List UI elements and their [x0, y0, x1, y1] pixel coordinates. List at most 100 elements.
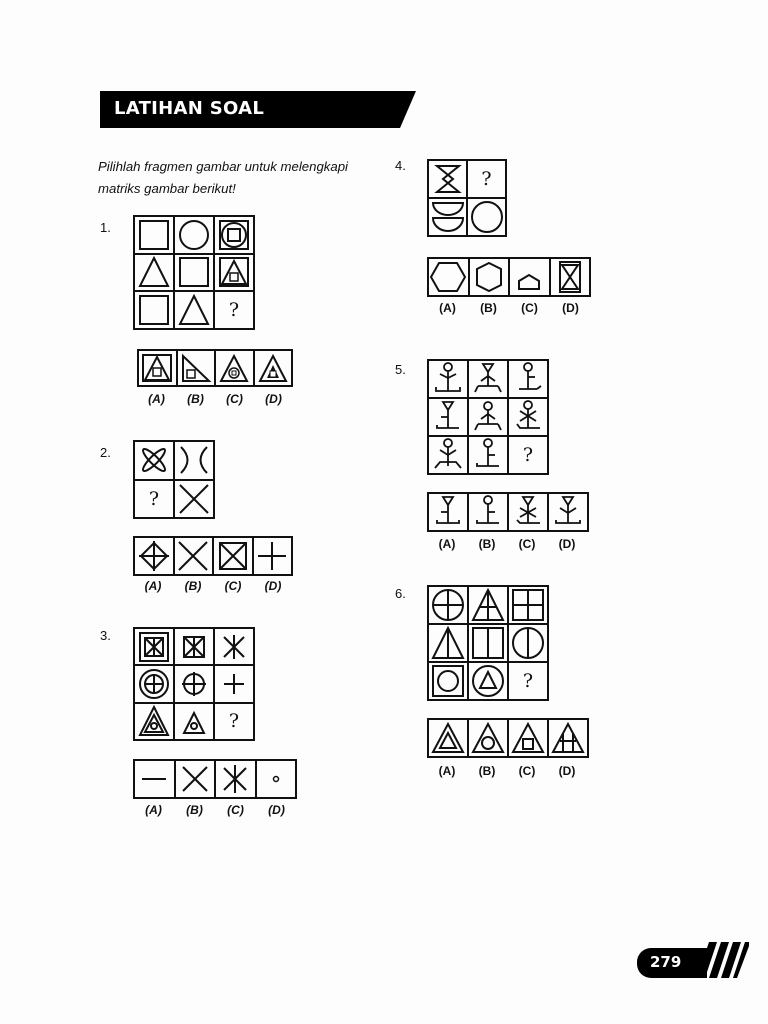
hexagon-figure: [430, 262, 467, 292]
matrix-cell: [428, 398, 468, 436]
option-label: (D): [265, 392, 282, 406]
stick-figure-triangle-one-arm: [436, 401, 459, 429]
option-d-figure[interactable]: [255, 760, 296, 798]
unknown-cell: ?: [508, 662, 548, 700]
stripes-decoration: [697, 942, 749, 978]
triangle-figure: [138, 256, 170, 288]
option-d-figure[interactable]: [253, 350, 292, 386]
option-b-figure[interactable]: [173, 537, 213, 575]
matrix-cell: [468, 436, 508, 474]
dash-figure: [142, 778, 167, 780]
diamond-plus-figure: [138, 541, 169, 571]
q5-options: [427, 492, 589, 532]
square-triangle-square-figure: [219, 257, 249, 288]
stick-figure-circle-arms-crossed: [516, 400, 540, 429]
q3-option-labels: (A) (B) (C) (D): [133, 803, 297, 817]
triangle-lines-figure: [551, 722, 585, 753]
option-a-figure[interactable]: [134, 537, 174, 575]
triangle-filled-figure: [258, 353, 288, 382]
option-b-figure[interactable]: [468, 258, 509, 296]
page-number-badge: [637, 948, 707, 978]
option-c-figure[interactable]: [215, 760, 256, 798]
matrix-cell: [508, 360, 548, 398]
matrix-cell: [134, 628, 174, 666]
option-label: (B): [186, 803, 203, 817]
option-d-figure[interactable]: [548, 719, 588, 757]
stick-figure-triangle-arms-down: [474, 363, 502, 393]
matrix-cell: [214, 628, 254, 666]
square-plus-figure: [512, 589, 544, 621]
question-mark: ?: [481, 168, 492, 190]
double-square-x-figure: [139, 631, 169, 662]
option-c-figure[interactable]: [509, 258, 550, 296]
square-figure: [179, 257, 209, 288]
square-circle-figure: [432, 665, 464, 697]
x-cross-figure: [182, 766, 208, 792]
matrix-cell: [468, 586, 508, 624]
option-label: (B): [184, 579, 202, 593]
option-b-figure[interactable]: [468, 719, 508, 757]
option-label: (C): [518, 537, 536, 551]
section-title: LATIHAN SOAL: [114, 98, 265, 119]
matrix-cell: [468, 624, 508, 662]
question-number: 1.: [100, 220, 111, 235]
q5-matrix: ?: [427, 359, 549, 475]
option-d-figure[interactable]: [548, 493, 588, 531]
matrix-cell: [214, 216, 254, 254]
option-a-figure[interactable]: [428, 258, 469, 296]
petal-x-figure: [142, 448, 166, 473]
option-d-figure[interactable]: [252, 537, 292, 575]
option-a-figure[interactable]: [428, 719, 468, 757]
matrix-cell: [174, 702, 214, 740]
option-a-figure[interactable]: [138, 350, 177, 386]
circle-plus-figure: [432, 589, 464, 621]
double-semicircle-figure: [431, 202, 464, 232]
square-x-figure: [218, 542, 247, 570]
circle-plus-figure: [182, 671, 206, 696]
option-label: (D): [558, 764, 576, 778]
stick-figure-circle-one-arm: [476, 438, 499, 467]
option-c-figure[interactable]: [508, 493, 548, 531]
matrix-cell: [428, 586, 468, 624]
matrix-cell: [214, 665, 254, 703]
hourglass-figure: [433, 165, 462, 193]
question-mark: ?: [522, 444, 534, 466]
q1-matrix: ?: [133, 215, 255, 330]
matrix-cell: [508, 398, 548, 436]
option-c-figure[interactable]: [508, 719, 548, 757]
q1-options: [137, 349, 293, 387]
option-label: (A): [144, 579, 162, 593]
q4-matrix: ?: [427, 159, 507, 237]
matrix-cell: [468, 398, 508, 436]
option-c-figure[interactable]: [213, 537, 253, 575]
stick-figure-circle-one-arm: [519, 362, 542, 390]
matrix-cell: [174, 628, 214, 666]
option-label: (D): [268, 803, 285, 817]
double-triangle-circle-figure: [138, 705, 170, 737]
option-label: (A): [145, 803, 162, 817]
square-triangle-square-figure: [142, 354, 173, 382]
option-b-figure[interactable]: [468, 493, 508, 531]
question-number: 6.: [395, 586, 406, 601]
q2-option-labels: (A) (B) (C) (D): [133, 579, 293, 593]
matrix-cell: [174, 665, 214, 703]
matrix-cell: [428, 662, 468, 700]
question-number: 2.: [100, 445, 111, 460]
option-d-figure[interactable]: [549, 258, 590, 296]
option-label: (A): [438, 764, 456, 778]
option-label: (B): [187, 392, 204, 406]
option-label: (D): [562, 301, 579, 315]
option-a-figure[interactable]: [134, 760, 175, 798]
matrix-cell: [174, 253, 214, 292]
matrix-cell: [428, 436, 468, 474]
q6-options: [427, 718, 589, 758]
section-banner: LATIHAN SOAL: [100, 91, 416, 128]
option-b-figure[interactable]: [176, 350, 215, 386]
option-b-figure[interactable]: [174, 760, 215, 798]
stick-figure-triangle-arms-crossed: [516, 496, 540, 524]
double-circle-plus-figure: [139, 668, 169, 699]
option-a-figure[interactable]: [428, 493, 468, 531]
option-c-figure[interactable]: [215, 350, 254, 386]
circle-figure: [470, 201, 503, 233]
question-number: 5.: [395, 362, 406, 377]
